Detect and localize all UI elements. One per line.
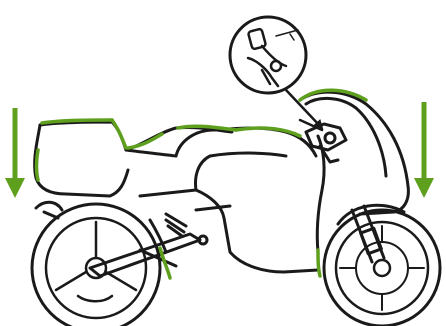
left-down-arrow-icon [5,108,25,198]
front-wheel [324,205,440,326]
right-down-arrow-icon [414,102,434,198]
highlight-contours [37,90,367,278]
magnifier-callout-icon [230,17,320,126]
